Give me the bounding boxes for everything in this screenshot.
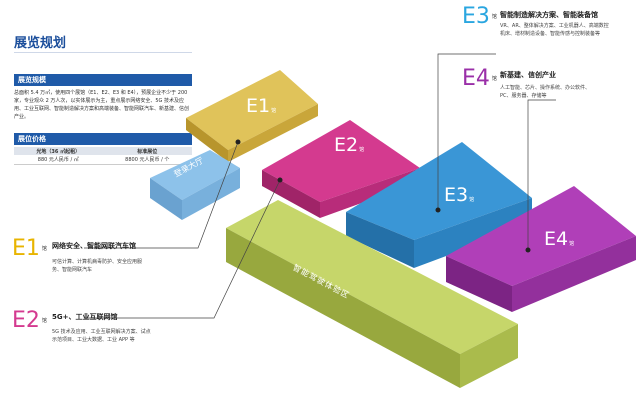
- hall-e2-block: [262, 120, 420, 218]
- e4-marker-dot: [525, 247, 531, 253]
- hall-e4-block: [446, 186, 636, 312]
- lobby-block: [150, 150, 240, 220]
- page-title: 展览规划: [14, 36, 67, 51]
- hall-e3-label: E3馆: [444, 184, 475, 206]
- e1-leader-line: [84, 141, 239, 249]
- driving-zone-block: [226, 200, 518, 388]
- e3-card-text: VR、AR、整体解决方案、工业机器人、高端数控机床、增材制造设备、智能传感与控制…: [500, 23, 609, 37]
- e3-card-title: 智能制造解决方案、智能装备馆: [500, 11, 598, 19]
- e3-leader-line: [437, 53, 496, 210]
- e1-card-title: 网络安全、智能网联汽车馆: [52, 242, 136, 250]
- hall-e2-label: E2馆: [334, 134, 365, 156]
- price-col-header: 标准展位: [102, 147, 192, 155]
- e2-marker-dot: [277, 177, 283, 183]
- e1-marker-dot: [235, 139, 241, 145]
- e3-marker-dot: [435, 207, 441, 213]
- e4-leader-line: [527, 99, 556, 250]
- title-divider: [14, 52, 192, 53]
- hall-e3-block: [346, 142, 532, 268]
- e1-card-text: 可信计算、计算机病毒防护、安全应用服务、智能网联汽车: [52, 259, 143, 273]
- pricing-heading: 展位价格: [14, 133, 192, 145]
- scale-heading: 展览规模: [14, 74, 192, 86]
- e2-leader-line: [84, 179, 281, 319]
- e2-card-text: 5G 技术及应用、工业互联网解决方案、试点示范项目、工业大数据、工业 APP 等: [52, 329, 151, 343]
- e2-card-title: 5G+、工业互联网馆: [52, 313, 118, 321]
- price-cell: 880 元人民币 / ㎡: [14, 155, 103, 165]
- e4-card-title: 新基建、信创产业: [500, 71, 556, 79]
- price-cell: 8800 元人民币 / 个: [102, 155, 192, 165]
- table-row: 880 元人民币 / ㎡ 8800 元人民币 / 个: [14, 155, 192, 165]
- price-table: 光地（36 ㎡起租） 标准展位 880 元人民币 / ㎡ 8800 元人民币 /…: [14, 147, 192, 165]
- hall-e1-block: [186, 70, 318, 162]
- hall-e4-label: E4馆: [544, 228, 575, 250]
- price-col-header: 光地（36 ㎡起租）: [14, 147, 103, 155]
- scale-text: 总面积 5.4 万㎡，使用四个展馆（E1、E2、E3 和 E4），预展企业不少于…: [14, 90, 190, 120]
- e4-card-text: 人工智能、芯片、操作系统、办公软件、PC、服务器、存储等: [500, 85, 591, 99]
- hall-e1-label: E1馆: [246, 95, 277, 117]
